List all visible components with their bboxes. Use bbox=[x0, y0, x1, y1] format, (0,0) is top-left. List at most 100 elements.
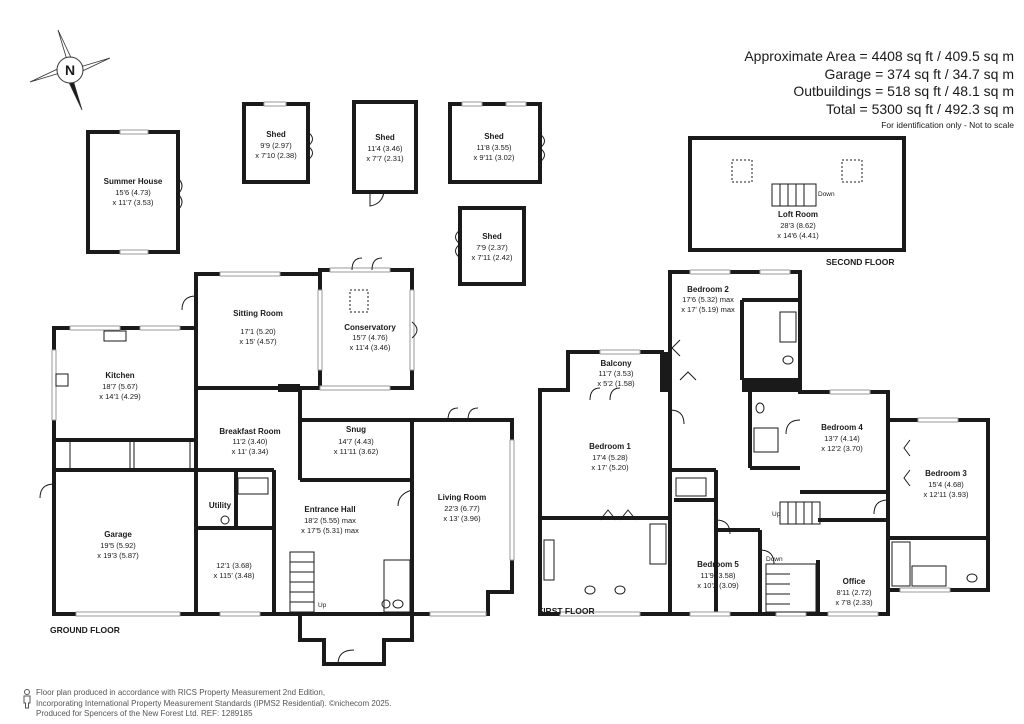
entrance-hall-dim2: x 17'5 (5.31) max bbox=[301, 526, 359, 535]
footer: Floor plan produced in accordance with R… bbox=[36, 688, 391, 720]
bedroom5-name: Bedroom 5 bbox=[697, 560, 739, 569]
footer-line-1: Floor plan produced in accordance with R… bbox=[36, 688, 326, 697]
conservatory-name: Conservatory bbox=[344, 323, 396, 332]
loft-stairs-down-label: Down bbox=[818, 191, 835, 198]
bedroom4-dim2: x 12'2 (3.70) bbox=[821, 444, 863, 453]
snug-dim2: x 11'11 (3.62) bbox=[334, 447, 379, 456]
kitchen-dim2: x 14'1 (4.29) bbox=[99, 392, 141, 401]
bedroom1-name: Bedroom 1 bbox=[589, 442, 631, 451]
shed4-name: Shed bbox=[482, 232, 502, 241]
utility-name: Utility bbox=[209, 501, 232, 510]
living-room-dim2: x 13' (3.96) bbox=[443, 514, 481, 523]
bedroom1-dim2: x 17' (5.20) bbox=[591, 463, 629, 472]
balcony-name: Balcony bbox=[600, 359, 632, 368]
total-area: Total = 5300 sq ft / 492.3 sq m bbox=[826, 100, 1014, 117]
conservatory-dim1: 15'7 (4.76) bbox=[352, 333, 388, 342]
gf-stairs-up-label: Up bbox=[318, 602, 327, 609]
approx-area: Approximate Area = 4408 sq ft / 409.5 sq… bbox=[744, 48, 1014, 64]
garage-dim1: 19'5 (5.92) bbox=[100, 541, 136, 550]
garage-name: Garage bbox=[104, 530, 132, 539]
skylight-icon bbox=[731, 159, 863, 183]
shed1-dim1: 9'9 (2.97) bbox=[260, 141, 292, 150]
entrance-hall-dim1: 18'2 (5.55) max bbox=[304, 516, 356, 525]
ff-stairs bbox=[765, 501, 821, 613]
first-floor: Balcony 11'7 (3.53) x 5'2 (1.58) Bedroom… bbox=[538, 269, 990, 617]
sitting-room-dim2: x 15' (4.57) bbox=[239, 337, 277, 346]
bedroom5-dim2: x 10'2 (3.09) bbox=[697, 581, 739, 590]
loft-room-name: Loft Room bbox=[778, 210, 818, 219]
snug-dim1: 14'7 (4.43) bbox=[338, 437, 374, 446]
bedroom3-dim1: 15'4 (4.68) bbox=[928, 480, 964, 489]
second-floor: Down Loft Room 28'3 (8.62) x 14'6 (4.41)… bbox=[688, 136, 906, 267]
ground-floor: Sitting Room 17'1 (5.20) x 15' (4.57) Co… bbox=[39, 257, 515, 666]
shed-4: Shed 7'9 (2.37) x 7'11 (2.42) bbox=[455, 206, 526, 286]
loft-room-dim2: x 14'6 (4.41) bbox=[777, 231, 819, 240]
gf-room-dim2: x 115' (3.48) bbox=[214, 571, 255, 580]
shed3-name: Shed bbox=[484, 132, 504, 141]
summer-house: Summer House 15'6 (4.73) x 11'7 (3.53) bbox=[86, 129, 183, 255]
bedroom3-dim2: x 12'11 (3.93) bbox=[923, 490, 969, 499]
footer-line-2: Incorporating International Property Mea… bbox=[36, 698, 392, 708]
balcony-dim1: 11'7 (3.53) bbox=[598, 369, 634, 378]
sitting-room-name: Sitting Room bbox=[233, 309, 283, 318]
first-floor-label: FIRST FLOOR bbox=[538, 606, 595, 616]
kitchen-name: Kitchen bbox=[105, 371, 134, 380]
summer-house-dim2: x 11'7 (3.53) bbox=[113, 198, 154, 207]
north-arrow-icon: N bbox=[29, 29, 111, 111]
second-floor-label: SECOND FLOOR bbox=[826, 257, 894, 267]
kitchen-dim1: 18'7 (5.67) bbox=[102, 382, 138, 391]
skylight-icon bbox=[349, 289, 369, 313]
conservatory-dim2: x 11'4 (3.46) bbox=[350, 343, 391, 352]
shed3-dim2: x 9'11 (3.02) bbox=[474, 153, 515, 162]
sitting-room-dim1: 17'1 (5.20) bbox=[240, 327, 276, 336]
loft-room-dim1: 28'3 (8.62) bbox=[780, 221, 816, 230]
summer-house-name: Summer House bbox=[104, 177, 163, 186]
gf-room-dim1: 12'1 (3.68) bbox=[216, 561, 252, 570]
shed-3: Shed 11'8 (3.55) x 9'11 (3.02) bbox=[448, 101, 545, 184]
shed2-dim2: x 7'7 (2.31) bbox=[366, 154, 404, 163]
shed-2: Shed 11'4 (3.46) x 7'7 (2.31) bbox=[352, 100, 418, 207]
shed1-name: Shed bbox=[266, 130, 286, 139]
garage-area: Garage = 374 sq ft / 34.7 sq m bbox=[824, 65, 1015, 82]
loft-stairs bbox=[771, 183, 817, 207]
entrance-hall-name: Entrance Hall bbox=[304, 505, 355, 514]
bedroom4-name: Bedroom 4 bbox=[821, 423, 863, 432]
bedroom2-name: Bedroom 2 bbox=[687, 285, 729, 294]
shed-1: Shed 9'9 (2.97) x 7'10 (2.38) bbox=[242, 101, 313, 184]
shed2-name: Shed bbox=[375, 133, 395, 142]
summer-house-dim1: 15'6 (4.73) bbox=[115, 188, 151, 197]
area-summary: Approximate Area = 4408 sq ft / 409.5 sq… bbox=[744, 48, 1014, 132]
outbuildings-area: Outbuildings = 518 sq ft / 48.1 sq m bbox=[793, 83, 1014, 99]
ff-stairs-down-label: Down bbox=[766, 556, 783, 563]
footer-line-3: Produced for Spencers of the New Forest … bbox=[36, 709, 253, 718]
breakfast-room-dim2: x 11' (3.34) bbox=[232, 447, 269, 456]
bedroom4-dim1: 13'7 (4.14) bbox=[824, 434, 860, 443]
bedroom2-dim2: x 17' (5.19) max bbox=[681, 305, 735, 314]
living-room-name: Living Room bbox=[438, 493, 486, 502]
ground-floor-label: GROUND FLOOR bbox=[50, 625, 120, 635]
shed4-dim1: 7'9 (2.37) bbox=[476, 243, 508, 252]
breakfast-room-name: Breakfast Room bbox=[219, 427, 280, 436]
garage-dim2: x 19'3 (5.87) bbox=[97, 551, 139, 560]
bedroom1-dim1: 17'4 (5.28) bbox=[592, 453, 628, 462]
office-dim1: 8'11 (2.72) bbox=[836, 588, 872, 597]
identification-note: For identification only - Not to scale bbox=[881, 120, 1014, 130]
person-icon bbox=[23, 689, 31, 709]
snug-name: Snug bbox=[346, 425, 366, 434]
shed1-dim2: x 7'10 (2.38) bbox=[255, 151, 297, 160]
breakfast-room-dim1: 11'2 (3.40) bbox=[232, 437, 268, 446]
balcony-dim2: x 5'2 (1.58) bbox=[597, 379, 635, 388]
shed4-dim2: x 7'11 (2.42) bbox=[472, 253, 513, 262]
shed3-dim1: 11'8 (3.55) bbox=[476, 143, 512, 152]
bedroom3-name: Bedroom 3 bbox=[925, 469, 967, 478]
ff-stairs-up-label: Up bbox=[772, 511, 781, 518]
gf-stairs bbox=[289, 551, 315, 613]
shed2-dim1: 11'4 (3.46) bbox=[367, 144, 403, 153]
office-name: Office bbox=[843, 577, 866, 586]
living-room-dim1: 22'3 (6.77) bbox=[444, 504, 480, 513]
bedroom2-dim1: 17'6 (5.32) max bbox=[682, 295, 734, 304]
office-dim2: x 7'8 (2.33) bbox=[835, 598, 873, 607]
compass-label: N bbox=[65, 62, 75, 78]
bedroom5-dim1: 11'9 (3.58) bbox=[700, 571, 736, 580]
